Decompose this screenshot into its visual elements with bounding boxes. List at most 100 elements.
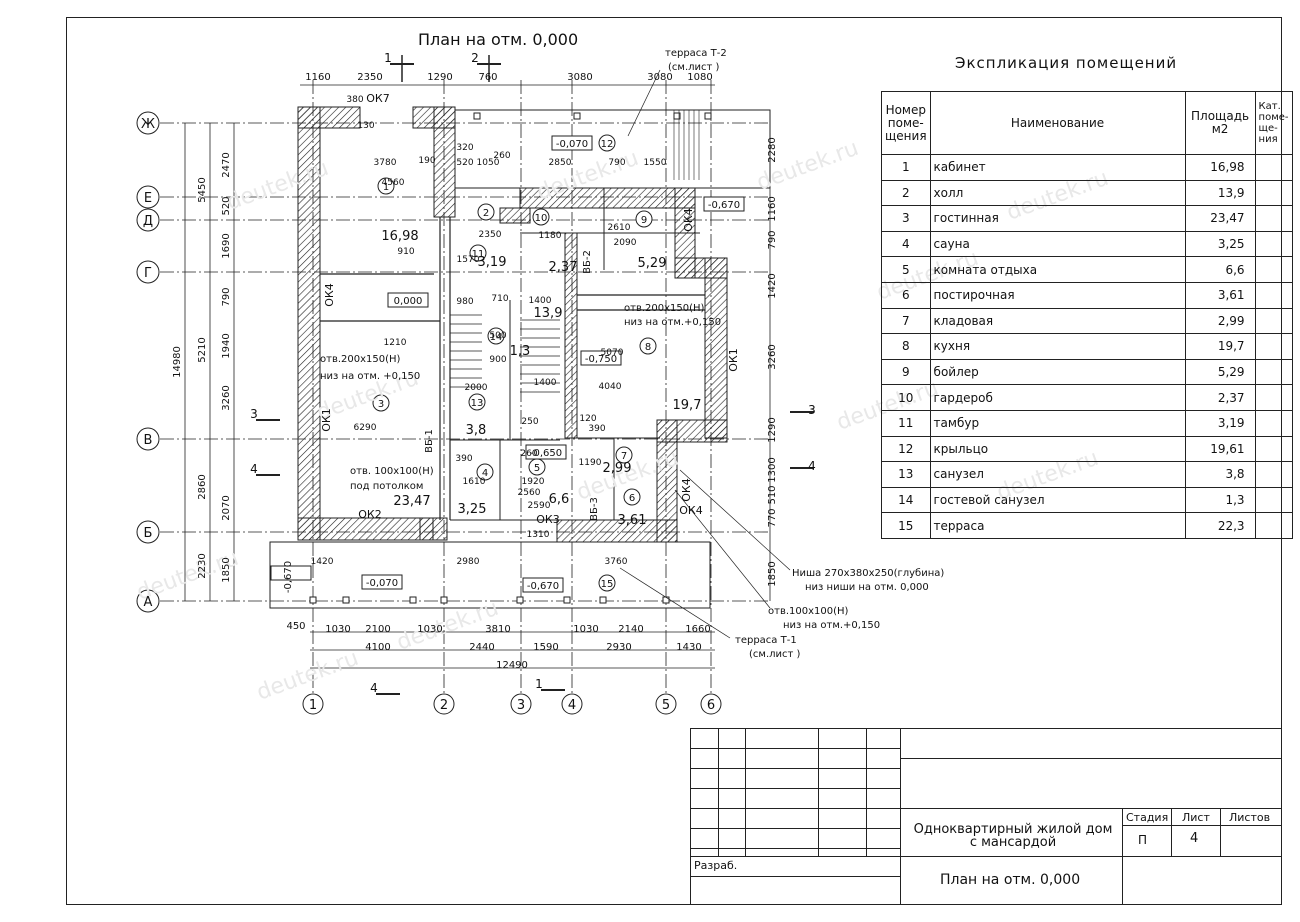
- dimension-label: 1420: [311, 557, 334, 567]
- title-block-line: [690, 828, 900, 829]
- project-name-2: с мансардой: [969, 835, 1057, 850]
- axis-label: Е: [144, 191, 152, 206]
- cell-name: кладовая: [929, 307, 1186, 335]
- cell-name: гостевой санузел: [929, 486, 1186, 514]
- explication-table: Номер поме-щения Наименование Площадь м2…: [881, 91, 1293, 539]
- title-block-line: [690, 788, 900, 789]
- cell-area: 2,37: [1184, 384, 1256, 411]
- axis-bubble: [655, 693, 677, 715]
- annotation: низ на отм.+0,150: [783, 620, 880, 631]
- column: [440, 596, 448, 604]
- cell-area: 19,7: [1184, 333, 1256, 360]
- column: [409, 596, 417, 604]
- room-number: 14: [490, 332, 503, 343]
- level-box: [270, 565, 312, 581]
- title-block-line: [900, 808, 1282, 809]
- column: [704, 112, 712, 120]
- axis-label: Г: [144, 266, 152, 281]
- cell-name: кухня: [929, 333, 1186, 360]
- title-block-line: [690, 856, 1282, 857]
- sheets-label: Листов: [1229, 811, 1271, 824]
- dimension-label: 2860: [197, 474, 208, 499]
- dimension-label: 2440: [469, 642, 494, 653]
- dimension-label: 790: [608, 158, 625, 168]
- cell-name: бойлер: [929, 358, 1186, 386]
- cell-area: 5,29: [1184, 358, 1256, 386]
- dimension-label: 2470: [221, 152, 232, 177]
- column: [473, 112, 481, 120]
- annotation: отв.200х150(Н): [624, 303, 705, 314]
- annotation: терраса Т-1: [735, 635, 797, 646]
- header-cat: Кат. поме-ще-ния: [1254, 91, 1293, 155]
- cell-name: кабинет: [929, 154, 1186, 181]
- dimension-label: 1030: [417, 624, 442, 635]
- dimension-label: 390: [455, 454, 472, 464]
- dimension-label: 2350: [479, 230, 502, 240]
- dimension-label: 1290: [427, 72, 452, 83]
- cell-cat: [1254, 384, 1293, 411]
- dimension-label: 1180: [539, 231, 562, 241]
- cell-num: 10: [881, 384, 931, 411]
- dimension-label: 520: [221, 196, 232, 215]
- axis-label: 3: [517, 698, 525, 713]
- terrace-outline: [269, 541, 711, 609]
- level-label: -0,670: [708, 200, 740, 211]
- room-number: 9: [641, 215, 647, 226]
- axis-label: Ж: [141, 117, 155, 132]
- level-box: [703, 196, 745, 212]
- dimension-label: 2140: [618, 624, 643, 635]
- window-label: ОК4: [680, 478, 693, 501]
- room-area: 6,6: [549, 492, 570, 507]
- axis-label: Д: [143, 214, 153, 229]
- cell-num: 12: [881, 435, 931, 463]
- axis-bubble: [136, 427, 160, 451]
- dimension-label: 3760: [605, 557, 628, 567]
- dimension-label: 320: [456, 143, 473, 153]
- dimension-label: 2280: [767, 137, 778, 162]
- annotation: отв.100х100(Н): [768, 606, 849, 617]
- room-number: 6: [629, 493, 635, 504]
- dimension-label: 790: [767, 230, 778, 249]
- plan-line: [619, 567, 731, 639]
- dimension-label: 1300: [767, 457, 778, 482]
- window-label: ОК4: [679, 504, 702, 517]
- room-number: 12: [601, 139, 614, 150]
- annotation: (см.лист ): [749, 649, 801, 660]
- dimension-label: 1610: [463, 477, 486, 487]
- dimension-label: 1920: [522, 477, 545, 487]
- stage-label: Стадия: [1126, 811, 1169, 824]
- window-label: ОК4: [323, 283, 336, 306]
- axis-bubble: [561, 693, 583, 715]
- cell-name: гостинная: [929, 205, 1186, 232]
- room-area: 3,25: [458, 502, 487, 517]
- cell-cat: [1254, 256, 1293, 283]
- axis-label: Б: [144, 526, 153, 541]
- axis-label: 4: [568, 698, 576, 713]
- room-number-bubble: [639, 337, 657, 355]
- title-block-line: [900, 758, 1282, 759]
- room-area: 13,9: [534, 306, 563, 321]
- room-number: 11: [472, 249, 485, 260]
- title-block-line: [818, 728, 819, 856]
- cell-cat: [1254, 179, 1293, 207]
- wall: [419, 517, 448, 541]
- plan-line: [674, 489, 771, 609]
- title-block-line: [745, 728, 746, 856]
- dimension-label: 5210: [197, 337, 208, 362]
- level-label: -0,670: [283, 561, 294, 593]
- dimension-label: 4100: [365, 642, 390, 653]
- cell-cat: [1254, 281, 1293, 309]
- dimension-label: 4040: [599, 382, 622, 392]
- axis-bubble: [136, 520, 160, 544]
- dimension-label: 1590: [533, 642, 558, 653]
- level-label: -0,070: [556, 139, 588, 150]
- dimension-label: 2100: [365, 624, 390, 635]
- title-block-line: [718, 728, 719, 856]
- dimension-label: 1430: [676, 642, 701, 653]
- annotation: под потолком: [350, 481, 423, 492]
- room-number-bubble: [598, 134, 616, 152]
- cell-area: 3,61: [1184, 281, 1256, 309]
